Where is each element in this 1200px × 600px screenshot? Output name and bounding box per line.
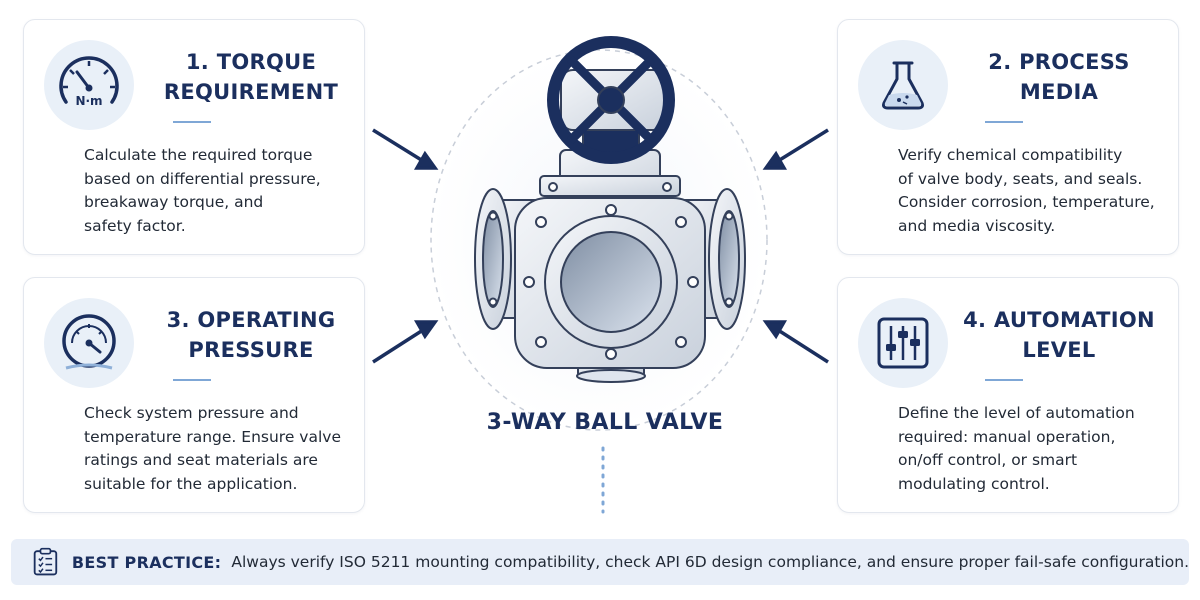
- desc-line: Consider corrosion, temperature,: [898, 193, 1155, 211]
- card-title-line2: MEDIA: [1019, 80, 1099, 104]
- card-description: Calculate the required torque based on d…: [84, 144, 356, 238]
- title-divider: [173, 121, 211, 123]
- card-title-line2: LEVEL: [1022, 338, 1096, 362]
- card-title-line1: 3. OPERATING: [166, 308, 336, 332]
- card-process-media: 2. PROCESS MEDIA Verify chemical compati…: [837, 19, 1179, 255]
- best-practice-banner: BEST PRACTICE: Always verify ISO 5211 mo…: [11, 539, 1189, 585]
- arrow-from-media: [762, 128, 829, 170]
- torque-unit-label: N·m: [75, 94, 102, 108]
- desc-line: suitable for the application.: [84, 474, 298, 493]
- valve-diagram: [372, 36, 829, 514]
- arrow-from-pressure: [372, 320, 439, 364]
- card-title-line1: 2. PROCESS: [988, 50, 1130, 74]
- card-description: Check system pressure and temperature ra…: [84, 402, 356, 496]
- card-title-line1: 1. TORQUE: [185, 50, 317, 74]
- card-title: 2. PROCESS MEDIA: [954, 47, 1164, 107]
- card-title-line2: PRESSURE: [188, 338, 314, 362]
- desc-line: based on differential pressure,: [84, 169, 321, 188]
- three-way-ball-valve-icon: [474, 36, 746, 383]
- card-torque-requirement: N·m 1. TORQUE REQUIREMENT Calculate the …: [23, 19, 365, 255]
- desc-line: ratings and seat materials are: [84, 451, 318, 469]
- best-practice-label: BEST PRACTICE:: [71, 552, 222, 572]
- torque-gauge-icon: N·m: [44, 40, 134, 130]
- card-title: 1. TORQUE REQUIREMENT: [146, 47, 356, 107]
- title-divider: [985, 379, 1023, 381]
- desc-line: on/off control, or smart: [898, 451, 1078, 469]
- flask-icon: [858, 40, 948, 130]
- best-practice-text: Always verify ISO 5211 mounting compatib…: [231, 553, 1189, 571]
- desc-line: modulating control.: [898, 474, 1050, 493]
- desc-line: Check system pressure and: [84, 404, 299, 422]
- card-description: Define the level of automation required:…: [898, 402, 1170, 496]
- card-title-line1: 4. AUTOMATION: [963, 308, 1155, 332]
- sliders-icon: [858, 298, 948, 388]
- card-title-line2: REQUIREMENT: [163, 80, 339, 104]
- desc-line: and media viscosity.: [898, 216, 1056, 235]
- title-divider: [985, 121, 1023, 123]
- desc-line: of valve body, seats, and seals.: [898, 169, 1143, 188]
- desc-line: Define the level of automation: [898, 404, 1135, 422]
- pressure-gauge-icon: [44, 298, 134, 388]
- clipboard-checklist-icon: [33, 547, 58, 576]
- desc-line: temperature range. Ensure valve: [84, 427, 341, 446]
- arrow-from-automation: [762, 320, 829, 364]
- card-automation-level: 4. AUTOMATION LEVEL Define the level of …: [837, 277, 1179, 513]
- desc-line: safety factor.: [84, 216, 186, 235]
- desc-line: breakaway torque, and: [84, 193, 264, 211]
- desc-line: Verify chemical compatibility: [898, 146, 1123, 164]
- desc-line: required: manual operation,: [898, 427, 1116, 446]
- center-label: 3-WAY BALL VALVE: [486, 410, 724, 435]
- card-description: Verify chemical compatibility of valve b…: [898, 144, 1170, 238]
- desc-line: Calculate the required torque: [84, 146, 313, 164]
- card-title: 4. AUTOMATION LEVEL: [954, 305, 1164, 365]
- card-operating-pressure: 3. OPERATING PRESSURE Check system press…: [23, 277, 365, 513]
- card-title: 3. OPERATING PRESSURE: [146, 305, 356, 365]
- title-divider: [173, 379, 211, 381]
- arrow-from-torque: [372, 128, 439, 170]
